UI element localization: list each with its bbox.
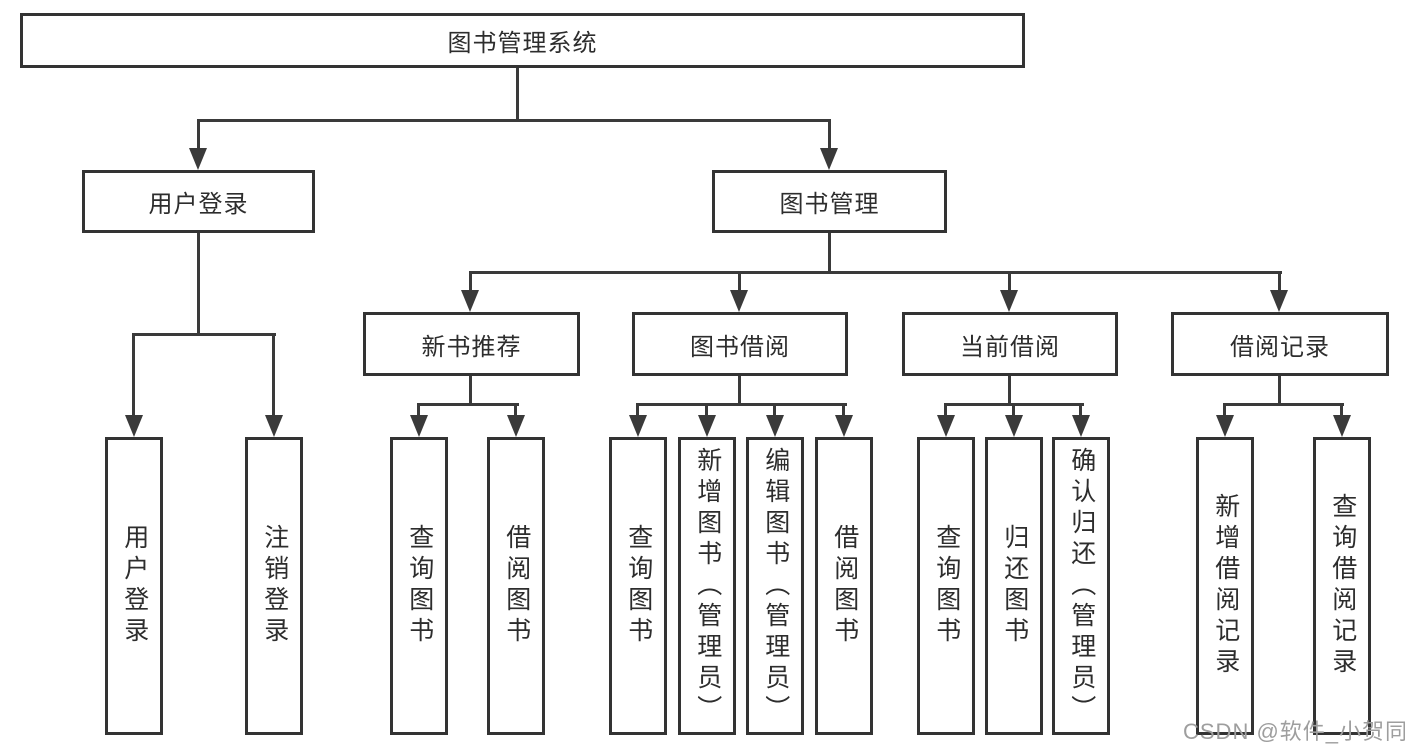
connector-line: [944, 403, 1084, 406]
node-book-borrow: 图书借阅: [632, 312, 848, 376]
connector-line: [197, 233, 200, 335]
connector-line: [944, 405, 947, 417]
connector-line: [1340, 405, 1343, 417]
connector-line: [516, 68, 519, 121]
node-new-book-recommend-label: 新书推荐: [421, 333, 522, 361]
leaf-borrow-book-label: 借阅图书: [830, 524, 859, 648]
leaf-add-book-admin-label: 新增图书（管理员）: [693, 446, 722, 726]
arrow-down-icon: [835, 415, 853, 437]
arrow-down-icon: [1072, 415, 1090, 437]
connector-line: [773, 405, 776, 417]
arrow-down-icon: [1000, 290, 1018, 312]
connector-line: [636, 403, 847, 406]
arrow-down-icon: [937, 415, 955, 437]
leaf-logout-label: 注销登录: [260, 524, 289, 648]
connector-line: [417, 403, 519, 406]
arrow-down-icon: [698, 415, 716, 437]
connector-line: [417, 405, 420, 417]
connector-line: [1223, 403, 1344, 406]
node-user-login: 用户登录: [82, 170, 315, 233]
leaf-edit-book-admin-label: 编辑图书（管理员）: [761, 446, 790, 726]
arrow-down-icon: [730, 290, 748, 312]
leaf-add-borrow-record-label: 新增借阅记录: [1211, 493, 1240, 679]
leaf-query-book-current-label: 查询图书: [932, 524, 961, 648]
leaf-confirm-return-admin-label: 确认归还（管理员）: [1067, 446, 1096, 726]
leaf-borrow-book: 借阅图书: [815, 437, 873, 735]
arrow-down-icon: [189, 148, 207, 170]
leaf-query-book-current: 查询图书: [917, 437, 975, 735]
connector-line: [197, 121, 200, 151]
node-book-borrow-label: 图书借阅: [690, 333, 790, 361]
connector-line: [469, 376, 472, 405]
arrow-down-icon: [1333, 415, 1351, 437]
connector-line: [1079, 405, 1082, 417]
leaf-borrow-book-recommend-label: 借阅图书: [502, 524, 531, 648]
node-borrow-records-label: 借阅记录: [1230, 333, 1330, 361]
leaf-query-book-recommend-label: 查询图书: [405, 524, 434, 648]
arrow-down-icon: [410, 415, 428, 437]
connector-line: [1008, 376, 1011, 405]
leaf-confirm-return-admin: 确认归还（管理员）: [1052, 437, 1110, 735]
node-book-management: 图书管理: [712, 170, 947, 233]
connector-line: [636, 405, 639, 417]
connector-line: [828, 233, 831, 273]
node-current-borrow: 当前借阅: [902, 312, 1118, 376]
leaf-user-login: 用户登录: [105, 437, 163, 735]
connector-line: [738, 273, 741, 292]
leaf-query-book-borrow-label: 查询图书: [624, 524, 653, 648]
connector-line: [1223, 405, 1226, 417]
leaf-query-borrow-record-label: 查询借阅记录: [1328, 493, 1357, 679]
watermark: CSDN @软件_小贺同学: [1183, 719, 1405, 744]
arrow-down-icon: [766, 415, 784, 437]
arrow-down-icon: [125, 415, 143, 437]
node-book-management-label: 图书管理: [779, 191, 880, 218]
leaf-query-book-borrow: 查询图书: [609, 437, 667, 735]
leaf-return-book-label: 归还图书: [1000, 524, 1029, 648]
leaf-query-borrow-record: 查询借阅记录: [1313, 437, 1371, 735]
leaf-edit-book-admin: 编辑图书（管理员）: [746, 437, 804, 735]
arrow-down-icon: [629, 415, 647, 437]
connector-line: [469, 273, 472, 292]
leaf-add-borrow-record: 新增借阅记录: [1196, 437, 1254, 735]
arrow-down-icon: [1005, 415, 1023, 437]
arrow-down-icon: [461, 290, 479, 312]
connector-line: [1278, 273, 1281, 292]
arrow-down-icon: [1216, 415, 1234, 437]
leaf-user-login-label: 用户登录: [120, 524, 149, 648]
arrow-down-icon: [820, 148, 838, 170]
connector-line: [514, 405, 517, 417]
connector-line: [842, 405, 845, 417]
node-root-label: 图书管理系统: [447, 30, 598, 57]
connector-line: [1012, 405, 1015, 417]
arrow-down-icon: [1270, 290, 1288, 312]
node-user-login-label: 用户登录: [148, 191, 249, 218]
node-borrow-records: 借阅记录: [1171, 312, 1389, 376]
leaf-return-book: 归还图书: [985, 437, 1043, 735]
node-new-book-recommend: 新书推荐: [363, 312, 580, 376]
node-current-borrow-label: 当前借阅: [960, 333, 1060, 361]
connector-line: [272, 335, 275, 417]
arrow-down-icon: [507, 415, 525, 437]
connector-line: [738, 376, 741, 405]
connector-line: [469, 271, 1282, 274]
leaf-logout: 注销登录: [245, 437, 303, 735]
connector-line: [132, 335, 135, 417]
connector-line: [828, 121, 831, 151]
connector-line: [132, 333, 276, 336]
node-root: 图书管理系统: [20, 13, 1025, 68]
connector-line: [1008, 273, 1011, 292]
leaf-borrow-book-recommend: 借阅图书: [487, 437, 545, 735]
connector-line: [705, 405, 708, 417]
arrow-down-icon: [265, 415, 283, 437]
leaf-query-book-recommend: 查询图书: [390, 437, 448, 735]
connector-line: [1278, 376, 1281, 405]
connector-line: [197, 119, 831, 122]
leaf-add-book-admin: 新增图书（管理员）: [678, 437, 736, 735]
